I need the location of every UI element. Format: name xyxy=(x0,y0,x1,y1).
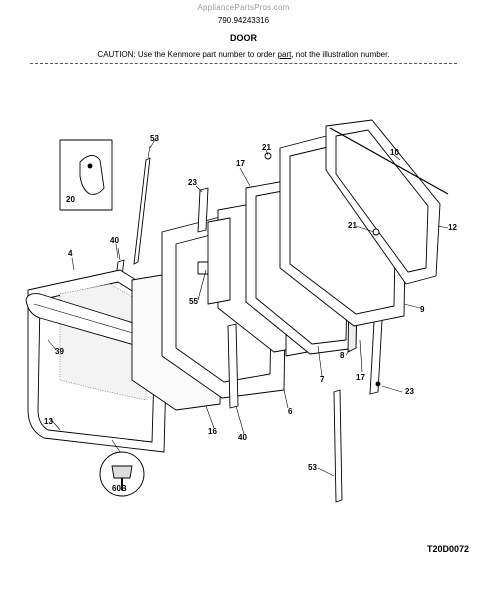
callout-39: 39 xyxy=(55,347,64,356)
callout-40-top: 40 xyxy=(110,236,119,245)
part-60b-screw-inset xyxy=(99,451,145,497)
callout-6: 6 xyxy=(288,407,293,416)
callout-labels: 53 20 21 10 17 23 12 21 40 4 55 9 39 8 1… xyxy=(44,134,457,493)
caution-part-link: part xyxy=(277,50,292,59)
part-40-bottom-bracket xyxy=(227,323,239,409)
callout-21-top: 21 xyxy=(262,143,271,152)
callout-16: 16 xyxy=(208,427,217,436)
callout-40-bottom: 40 xyxy=(238,433,247,442)
part-53-top-strip xyxy=(133,145,151,265)
callout-21-mid: 21 xyxy=(348,221,357,230)
caution-text-start: CAUTION: Use the Kenmore part number to … xyxy=(97,50,278,59)
callout-7: 7 xyxy=(320,375,325,384)
callout-55: 55 xyxy=(189,297,198,306)
watermark: AppliancePartsPros.com xyxy=(197,3,290,12)
part-10-rod xyxy=(329,127,449,195)
caution-text-end: , not the illustration number. xyxy=(291,50,390,59)
callout-17-right: 17 xyxy=(356,373,365,382)
part-53-bottom-strip xyxy=(333,389,343,503)
model-number: 790.94243316 xyxy=(217,16,270,25)
callout-4: 4 xyxy=(68,249,73,258)
callout-23-right: 23 xyxy=(405,387,414,396)
callout-60b: 60B xyxy=(112,484,127,493)
callout-23-top: 23 xyxy=(188,178,197,187)
callout-13: 13 xyxy=(44,417,53,426)
part-23-hinge-right xyxy=(369,319,383,395)
header-divider xyxy=(30,63,457,64)
caution-note: CAUTION: Use the Kenmore part number to … xyxy=(0,50,487,59)
callout-20: 20 xyxy=(66,195,75,204)
part-23-hinge-top xyxy=(197,187,209,233)
callout-8: 8 xyxy=(340,351,345,360)
section-title: DOOR xyxy=(230,33,257,43)
part-20-inset xyxy=(59,139,113,211)
part-21-screws xyxy=(264,152,380,236)
diagram-code: T20D0072 xyxy=(426,544,469,554)
callout-53-bottom: 53 xyxy=(308,463,317,472)
callout-9: 9 xyxy=(420,305,425,314)
callout-12: 12 xyxy=(448,223,457,232)
part-12-rear-panel xyxy=(325,119,441,285)
callout-53-top: 53 xyxy=(150,134,159,143)
callout-10: 10 xyxy=(390,148,399,157)
leader-lines xyxy=(47,137,449,477)
callout-17-top: 17 xyxy=(236,159,245,168)
